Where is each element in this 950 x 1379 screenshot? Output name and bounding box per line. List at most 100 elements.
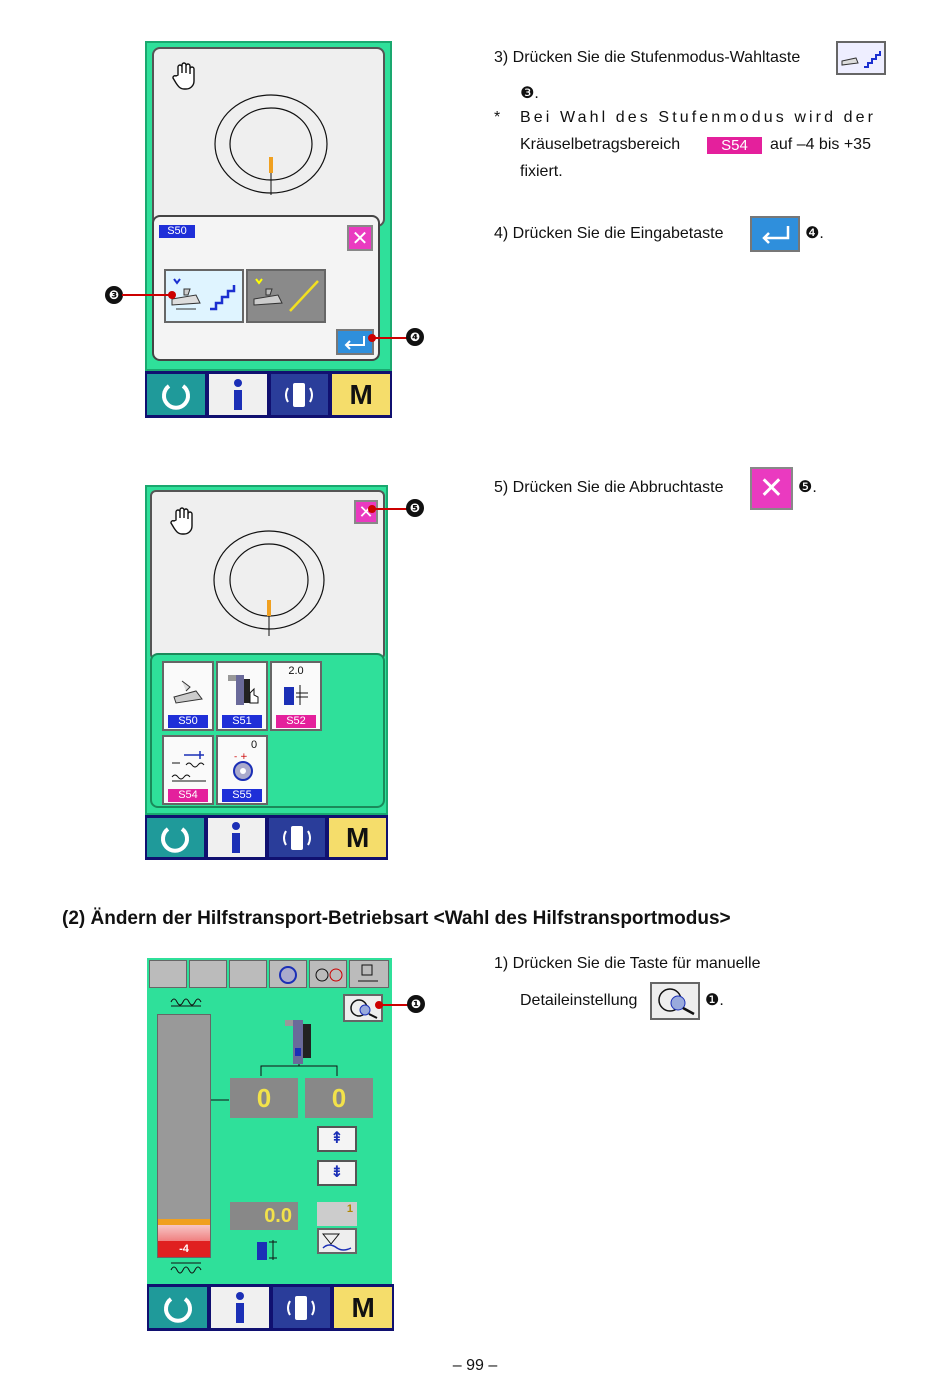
ready-icon [161, 383, 190, 410]
pattern-area-2: ✕ [150, 490, 385, 660]
svg-text:- +: - + [234, 752, 248, 762]
tension-top-button[interactable] [269, 960, 307, 988]
communication-key[interactable] [272, 1287, 331, 1328]
communication-icon [287, 1295, 316, 1320]
step1-text-b: Detaileinstellung [520, 992, 638, 1009]
sewing-head-diagram [211, 1020, 338, 1101]
mode-key[interactable]: M [334, 1287, 392, 1328]
top-blank-button-1[interactable] [149, 960, 187, 988]
step1-callout: ❶. [705, 992, 724, 1009]
top-blank-button-2[interactable] [189, 960, 227, 988]
callout-5-dot [368, 505, 376, 513]
bar-pink-segment [158, 1225, 210, 1241]
callout-4-line [374, 337, 408, 339]
screen1-panel: S50 ✕ [145, 41, 392, 371]
step1-text: 1) Drücken Sie die Taste für manuelle [494, 955, 761, 972]
close-button[interactable]: ✕ [347, 225, 373, 251]
info-icon [233, 378, 242, 410]
callout-4-dot [368, 334, 376, 342]
step4-text: 4) Drücken Sie die Eingabetaste [494, 225, 724, 242]
ready-key[interactable] [147, 374, 205, 415]
hand-icon [170, 507, 193, 535]
s51-button[interactable]: S51 [216, 661, 268, 731]
info-key[interactable] [208, 374, 267, 415]
pattern-area [152, 47, 385, 227]
communication-key[interactable] [270, 374, 329, 415]
step3-callout-text: ❸. [520, 85, 539, 102]
s54-button[interactable]: S54 [162, 735, 214, 805]
tension-icon [279, 966, 297, 984]
callout-1-dot [375, 1001, 383, 1009]
page-number: – 99 – [452, 1357, 498, 1374]
bar-orange-segment [158, 1219, 210, 1225]
note-line3: fixiert. [520, 163, 563, 180]
sewing-head-touch-icon [228, 675, 259, 705]
step-setting-button[interactable] [317, 1228, 357, 1254]
popup-tag: S50 [159, 225, 195, 238]
enter-button[interactable] [336, 329, 374, 355]
note-star: * [494, 109, 501, 126]
note-line2b: auf –4 bis +35 [770, 136, 871, 153]
mode-key[interactable]: M [332, 374, 390, 415]
callout-3: ❸ [105, 286, 123, 304]
step5-text: 5) Drücken Sie die Abbruchtaste [494, 479, 724, 496]
mode-select-popup: S50 ✕ [152, 215, 380, 361]
presser-top-button[interactable] [349, 960, 389, 988]
wave-top-icon [170, 998, 202, 1007]
section-heading: (2) Ändern der Hilfstransport-Betriebsar… [62, 908, 731, 929]
info-icon [235, 1291, 244, 1323]
parameter-panel: S50 S51 2.0 S52 S54 0 - + S55 [150, 653, 385, 808]
s55-button[interactable]: 0 - + S55 [216, 735, 268, 805]
s54-tag: S54 [168, 789, 208, 802]
ready-icon [161, 826, 190, 853]
s52-button[interactable]: 2.0 S52 [270, 661, 322, 731]
communication-icon [285, 382, 314, 407]
screen2-panel: ✕ S50 S51 2.0 S52 S54 0 - + S55 [145, 485, 388, 815]
top-blank-button-3[interactable] [229, 960, 267, 988]
callout-5-line [374, 508, 408, 510]
mode-key[interactable]: M [329, 818, 386, 857]
manual-detail-inline-icon [650, 982, 700, 1020]
presser-foot-icon [173, 680, 203, 704]
up-button[interactable]: ⇞ [317, 1126, 357, 1152]
step5-callout: ❺. [798, 479, 817, 496]
step-mode-icon [841, 51, 881, 68]
step3-text: 3) Drücken Sie die Stufenmodus-Wahltaste [494, 49, 801, 66]
down-button[interactable]: ⇟ [317, 1160, 357, 1186]
sewing-circle-diagram [213, 530, 325, 636]
gather-level-bar: -4 [157, 1014, 211, 1258]
hand-icon [172, 62, 195, 90]
enter-icon [344, 336, 365, 350]
screen3-panel: -4 0 0 ⇞ ⇟ 0.0 1 [147, 958, 392, 1284]
enter-icon [762, 226, 790, 244]
presser-icon [358, 964, 378, 982]
callout-1: ❶ [407, 995, 425, 1013]
s54-inline-tag: S54 [707, 137, 762, 154]
s50-button[interactable]: S50 [162, 661, 214, 731]
communication-key[interactable] [268, 818, 326, 857]
info-key[interactable] [207, 818, 265, 857]
info-key[interactable] [210, 1287, 269, 1328]
ready-key[interactable] [149, 1287, 207, 1328]
enter-inline-icon [750, 216, 800, 252]
ready-key[interactable] [147, 818, 204, 857]
linear-mode-button[interactable] [246, 269, 326, 323]
info-icon [232, 821, 241, 853]
s50-tag: S50 [168, 715, 208, 728]
step-mode-inline-icon [836, 41, 886, 75]
callout-4: ❹ [406, 328, 424, 346]
callout-3-dot [168, 291, 176, 299]
screen1-bottom-bar: M [145, 371, 392, 418]
linear-mode-icon [253, 278, 319, 312]
feed-amount-display: 0.0 [230, 1202, 298, 1230]
magnifier-icon [658, 988, 695, 1016]
magnifier-icon [350, 999, 378, 1019]
step4-callout: ❹. [805, 225, 824, 242]
note-line1: Bei Wahl des Stufenmodus wird der [520, 109, 877, 126]
note-line2a: Kräuselbetragsbereich [520, 136, 681, 153]
communication-icon [282, 825, 311, 850]
step-mode-button[interactable] [164, 269, 244, 323]
counter-top-button[interactable] [309, 960, 347, 988]
callout-3-line [122, 294, 172, 296]
gather-amount-icon [171, 751, 206, 782]
